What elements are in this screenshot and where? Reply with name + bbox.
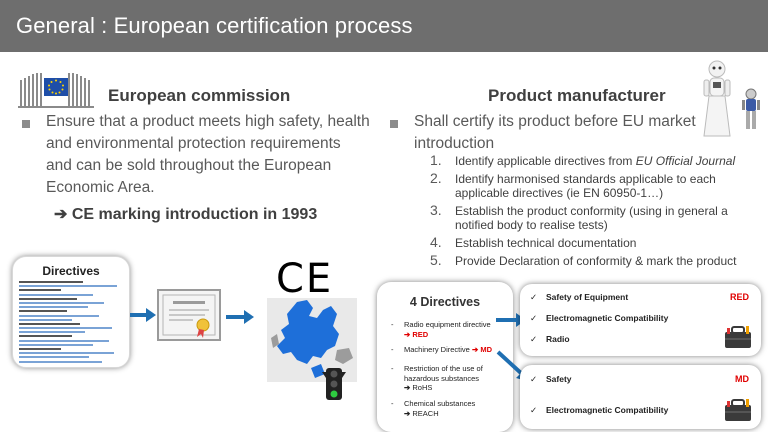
step-item: 5. Provide Declaration of conformity & m… — [430, 252, 737, 268]
ce-marking-intro: ➔ CE marking introduction in 1993 — [54, 206, 318, 223]
arrow-right-icon — [130, 308, 156, 322]
toolbox-icon — [725, 399, 751, 421]
right-bullet-text: Shall certify its product before EU mark… — [414, 113, 696, 152]
red-tag: RED — [729, 292, 749, 302]
check-item: ✓Electromagnetic Compatibility — [530, 313, 669, 323]
ce-mark-logo: CE — [276, 256, 334, 302]
right-heading: Product manufacturer — [488, 86, 666, 105]
arrow-right-icon — [226, 310, 254, 324]
european-commission-logo — [18, 73, 94, 108]
left-bullet-text: Ensure that a product meets high safety,… — [46, 113, 370, 196]
four-directives-card: 4 Directives - Radio equipment directive… — [377, 282, 513, 432]
certificate-icon — [157, 289, 221, 341]
right-bullet-marker — [390, 120, 398, 128]
check-item: ✓Electromagnetic Compatibility — [530, 405, 669, 415]
title-bar: General : European certification process — [0, 0, 768, 52]
eu-map-icon — [267, 298, 357, 382]
red-requirements-panel: RED ✓Safety of Equipment ✓Electromagneti… — [520, 284, 761, 356]
check-item: ✓Safety of Equipment — [530, 292, 629, 302]
directives-title: Directives — [42, 264, 100, 278]
four-directives-title: 4 Directives — [409, 295, 481, 309]
md-tag: MD — [735, 374, 749, 384]
left-bullet-marker — [22, 120, 30, 128]
md-requirements-panel: MD ✓Safety ✓Electromagnetic Compatibilit… — [520, 365, 761, 429]
pepper-robot-icon — [703, 60, 731, 137]
certification-steps: 1. Identify applicable directives from E… — [428, 152, 748, 272]
step-item: 4. Establish technical documentation — [430, 234, 637, 250]
step-item: 3. Establish the product conformity (usi… — [430, 202, 728, 232]
slide-title: General : European certification process — [16, 13, 413, 38]
traffic-light-icon — [322, 368, 346, 400]
nao-robot-icon — [742, 88, 760, 129]
check-item: ✓Safety — [530, 374, 572, 384]
step-item: 1. Identify applicable directives from E… — [430, 152, 736, 168]
left-heading: European commission — [108, 86, 291, 105]
directives-document: Directives — [12, 256, 130, 368]
toolbox-icon — [725, 326, 751, 348]
step-item: 2. Identify harmonised standards applica… — [430, 170, 716, 200]
directives-list-lines — [19, 281, 125, 365]
check-item: ✓Radio — [530, 334, 570, 344]
